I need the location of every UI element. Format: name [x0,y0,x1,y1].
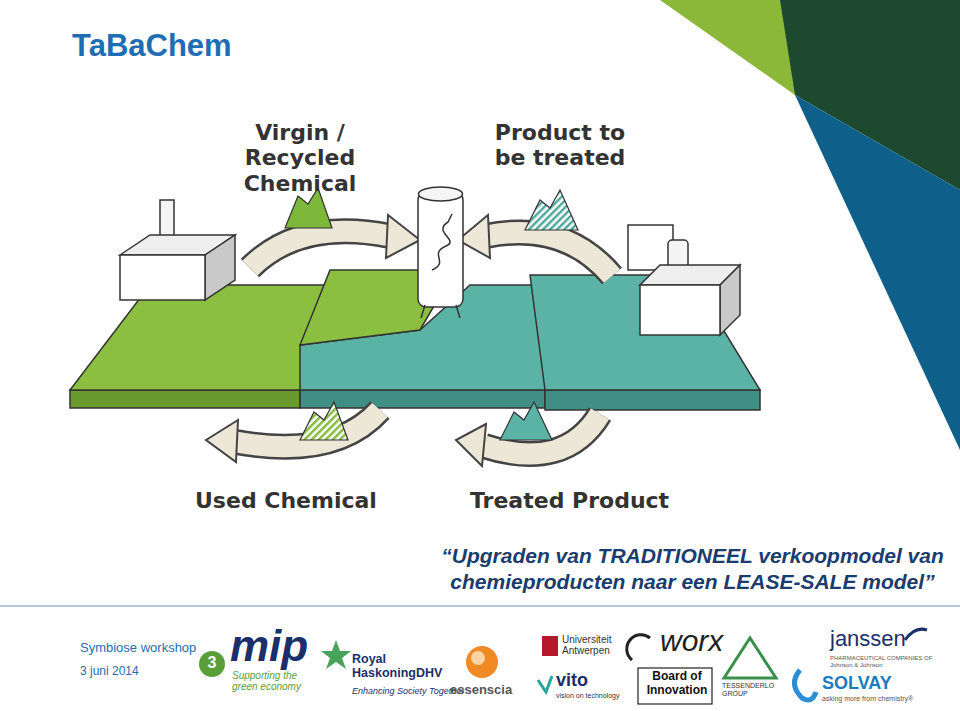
mip-circle [199,651,225,677]
cycle-label: Used Chemical [195,488,377,513]
reactor-vessel [418,192,463,307]
logo-text: Universiteit Antwerpen [562,634,632,656]
logo-text: essenscia [450,682,512,697]
boi-frame [638,668,712,704]
logo-text: 3 [200,654,224,672]
reactor-leg [421,305,425,318]
footer-rule [0,605,960,607]
event-date: 3 juni 2014 [80,664,139,678]
factory-front [120,255,205,300]
arrow-head [386,215,420,258]
logo-text: Royal HaskoningDHV [352,653,452,681]
reactor-leg [456,305,460,318]
logo-text: TESSENDERLO GROUP [722,682,782,698]
corner-green [660,0,800,95]
logo-text: mip [230,624,308,668]
logo-text: worx [660,624,723,658]
factory-side [205,235,235,300]
green-slab-front [70,390,300,408]
treated-pile [500,402,552,440]
logo-text: Board of Innovation [642,670,712,698]
reactor-top [419,187,463,201]
essenscia-mark [466,646,498,678]
cycle-label: Product to be treated [480,120,640,171]
logo-text: Enhancing Society Together [352,686,464,696]
vito-mark [538,676,552,692]
logo-text: Supporting the green economy [232,670,320,692]
logo-text: PHARMACEUTICAL COMPANIES OF Johnson & Jo… [830,655,945,668]
haskoning-star [321,640,351,669]
slide-title: TaBaChem [72,28,232,64]
slide-subtitle: “Upgraden van TRADITIONEEL verkoopmodel … [440,543,945,596]
arrow-head [206,420,238,462]
cycle-label: Treated Product [470,488,669,513]
event-name: Symbiose workshop [80,640,196,655]
tessenderlo-mark [724,638,776,678]
product-pile [525,190,578,230]
logo-text: janssen [830,626,906,652]
ua-mark [542,636,558,656]
used-pile [300,402,348,440]
arrow-head [456,424,486,466]
logo-text: vision on technology [556,692,619,699]
teal-mid-front [300,390,545,408]
reactor-swirl [432,214,452,270]
janssen-mark [905,629,927,640]
cycle-label: Virgin / Recycled Chemical [200,120,400,196]
factory-tower [628,225,673,270]
factory-front [640,285,720,335]
corner-blue [795,95,960,450]
essenscia-inner [471,651,485,665]
factory-side [720,265,740,335]
logo-text: SOLVAY [822,673,892,694]
solvay-mark [794,670,816,700]
teal-slab-front [545,390,760,410]
logo-text: vito [556,670,588,691]
worx-swoosh [627,635,650,660]
logo-text: asking more from chemistry® [822,695,913,702]
